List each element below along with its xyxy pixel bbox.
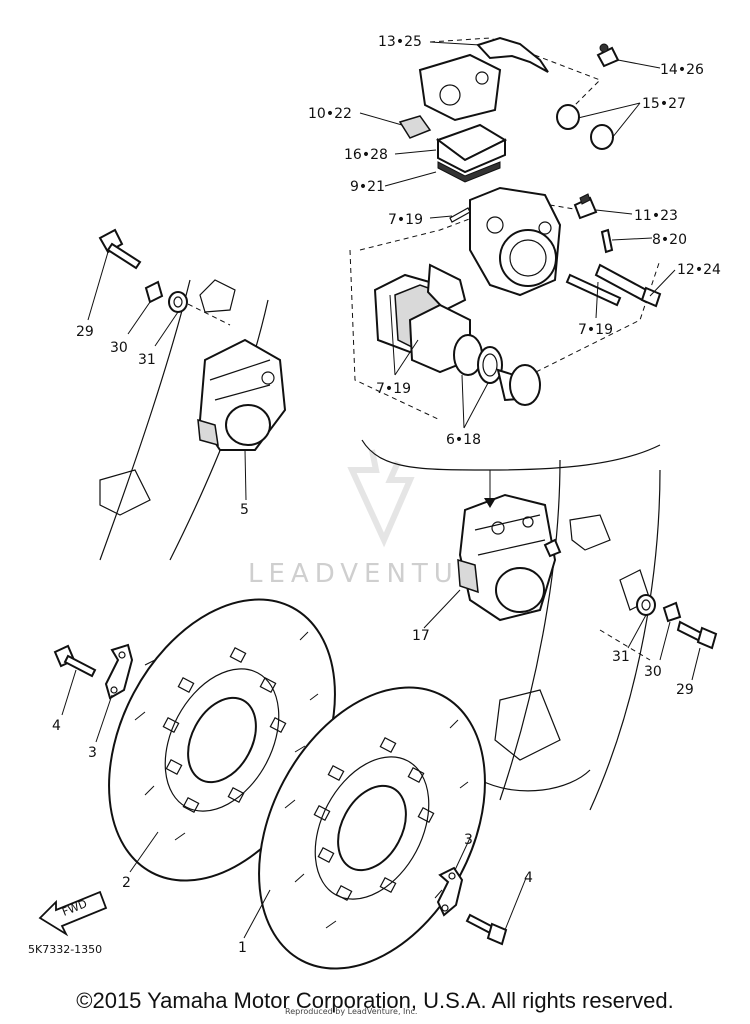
callout-17: 17 [412, 628, 430, 644]
callout-16-28: 16•28 [344, 147, 388, 163]
callout-31-right: 31 [612, 649, 630, 665]
pad-spring-clip [476, 36, 549, 73]
callout-6-18: 6•18 [446, 432, 481, 448]
plain-washer-left [168, 291, 188, 313]
brake-pad-upper [435, 123, 508, 183]
callout-11-23: 11•23 [634, 208, 678, 224]
pin [600, 228, 614, 254]
caliper-left-assembly [197, 338, 287, 451]
watermark-text: LEADVENTU [248, 559, 459, 589]
lock-washer-right [662, 601, 682, 623]
callout-10-22: 10•22 [308, 106, 352, 122]
caliper-bolt-long [594, 263, 662, 308]
callout-4-right: 4 [524, 870, 533, 886]
drawing-code: 5K7332-1350 [28, 943, 102, 956]
callout-8-20: 8•20 [652, 232, 687, 248]
mount-bolt-right [676, 620, 718, 650]
callout-30-left: 30 [110, 340, 128, 356]
callout-1: 1 [238, 940, 247, 956]
callout-2: 2 [122, 875, 131, 891]
bleeder-valve [573, 193, 598, 220]
mount-bolt-left [98, 228, 142, 270]
leader-lines [61, 41, 701, 939]
callout-7-19-c: 7•19 [376, 381, 411, 397]
callout-31-left: 31 [138, 352, 156, 368]
pad-support-pin [565, 273, 622, 307]
reprint-note: Reproduced by LeadVenture, Inc. [285, 1007, 417, 1016]
caliper-body-exploded [469, 186, 562, 297]
piston-seal-set [453, 334, 503, 384]
callout-labels: 13•25 14•26 15•27 10•22 16•28 9•21 7•19 … [52, 34, 721, 956]
callout-3-left: 3 [88, 745, 97, 761]
plain-washer-right [636, 594, 656, 616]
assembly-arrow-icon [484, 470, 496, 508]
lock-plate-left [104, 643, 134, 700]
callout-5: 5 [240, 502, 249, 518]
callout-13-25: 13•25 [378, 34, 422, 50]
fork-leg-right [479, 459, 661, 811]
callout-7-19-b: 7•19 [578, 322, 613, 338]
caliper-right-assembly [457, 493, 562, 622]
piston [496, 364, 541, 406]
caliper-upper-housing [418, 53, 502, 122]
shim-plate [398, 115, 432, 139]
bleed-screw [596, 43, 620, 68]
callout-30-right: 30 [644, 664, 662, 680]
callout-7-19-a: 7•19 [388, 212, 423, 228]
forward-arrow-icon: FWD [38, 890, 108, 937]
brake-disc-right [258, 686, 486, 970]
callout-3-right: 3 [464, 832, 473, 848]
callout-12-24: 12•24 [677, 262, 721, 278]
caps [556, 104, 614, 150]
disc-bolt-right [465, 913, 508, 946]
callout-14-26: 14•26 [660, 62, 704, 78]
callout-4-left: 4 [52, 718, 61, 734]
lock-washer-left [144, 280, 164, 304]
callout-29-right: 29 [676, 682, 694, 698]
copyright-notice: ©2015 Yamaha Motor Corporation, U.S.A. A… [76, 988, 674, 1013]
callout-29-left: 29 [76, 324, 94, 340]
callout-15-27: 15•27 [642, 96, 686, 112]
callout-9-21: 9•21 [350, 179, 385, 195]
watermark-logo-icon [347, 449, 415, 548]
disc-bolt-left [53, 644, 97, 678]
